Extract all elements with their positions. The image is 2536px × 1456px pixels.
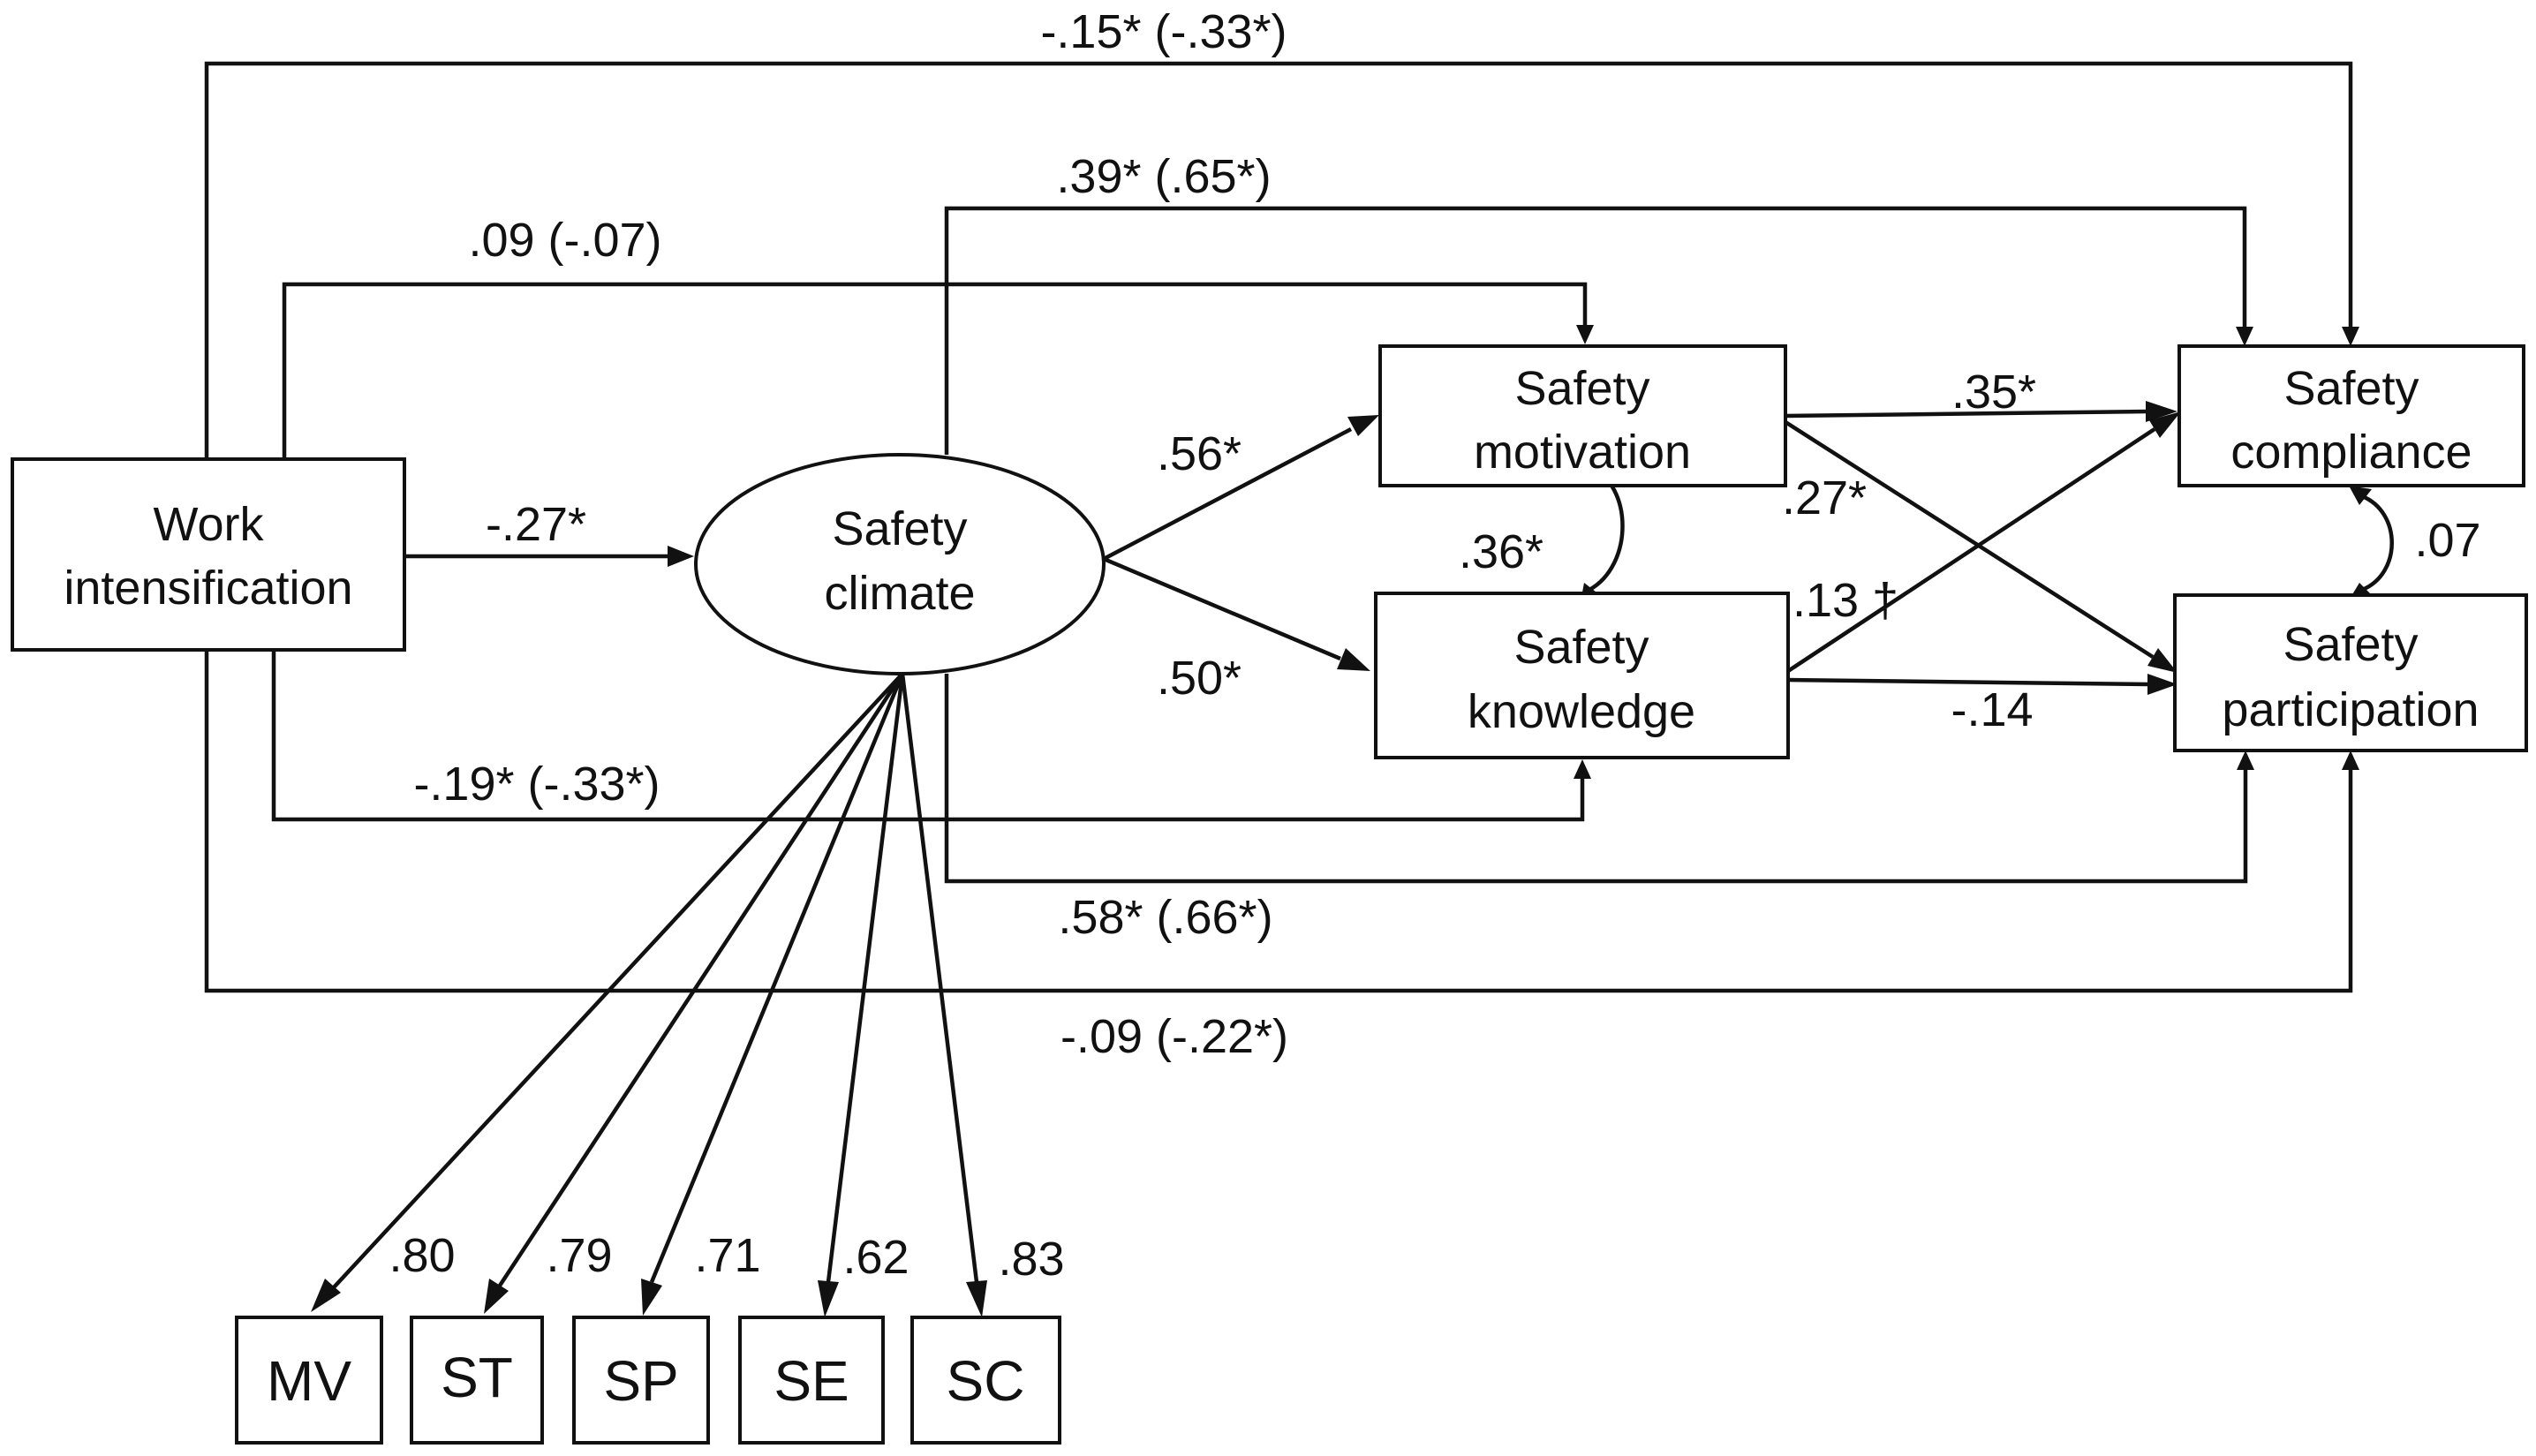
path-wi-knowledge [271, 650, 1585, 822]
path-climate-motivation [1102, 427, 1353, 561]
node-label-line1: Safety [832, 502, 967, 555]
path-wi-participation [204, 650, 2353, 993]
coef-knowledge-participation: -.14 [1951, 683, 2033, 736]
path-knowledge-participation [1787, 677, 2150, 687]
node-label-line1: Safety [1513, 621, 1649, 674]
node-label-line2: motivation [1474, 426, 1691, 479]
coef-wi-compliance: -.15* (-.33*) [1040, 5, 1287, 58]
node-label-line2: compliance [2230, 426, 2472, 479]
node-label-line2: intensification [64, 562, 352, 615]
coef-compliance-participation-cov: .07 [2414, 514, 2480, 567]
indicator-st: ST [410, 1316, 544, 1445]
loading-sp: .71 [694, 1229, 760, 1282]
node-safety-motivation: Safety motivation [1378, 344, 1787, 487]
coef-motivation-participation: .27* [1782, 472, 1867, 524]
loading-mv: .80 [389, 1229, 455, 1282]
path-knowledge-compliance [1786, 427, 2156, 673]
path-wi-compliance [204, 61, 2353, 459]
loading-line-mv [332, 672, 904, 1289]
node-work-intensification: Work intensification [11, 457, 406, 652]
coef-motivation-compliance: .35* [1951, 366, 2036, 419]
loading-line-sp [649, 673, 905, 1283]
node-safety-participation: Safety participation [2173, 593, 2528, 752]
node-label-line2: climate [824, 567, 975, 620]
node-label-line2: participation [2222, 683, 2479, 736]
indicator-label: SE [774, 1349, 849, 1413]
path-motivation-participation [1784, 420, 2155, 659]
node-safety-climate: Safety climate [694, 453, 1106, 675]
loading-st: .79 [546, 1229, 612, 1282]
coef-wi-participation: -.09 (-.22*) [1060, 1010, 1288, 1063]
coef-climate-motivation: .56* [1157, 427, 1242, 480]
indicator-sc: SC [910, 1316, 1061, 1445]
indicator-label: SC [947, 1349, 1025, 1413]
loading-se: .62 [842, 1231, 909, 1284]
loading-line-st [498, 672, 904, 1287]
coef-climate-knowledge: .50* [1157, 652, 1242, 705]
node-label-line1: Safety [1514, 362, 1649, 415]
loading-sc: .83 [998, 1233, 1064, 1286]
path-climate-participation [944, 674, 2248, 884]
indicator-sp: SP [572, 1316, 710, 1445]
path-climate-compliance [944, 206, 2247, 455]
coef-motivation-knowledge-cov: .36* [1459, 525, 1543, 578]
coef-wi-knowledge: -.19* (-.33*) [413, 758, 660, 811]
indicator-label: MV [267, 1349, 351, 1413]
path-motivation-compliance [1785, 409, 2148, 419]
coef-wi-climate: -.27* [486, 498, 586, 551]
node-safety-knowledge: Safety knowledge [1374, 592, 1790, 759]
node-label-line2: knowledge [1468, 685, 1695, 738]
node-label-line1: Safety [2283, 362, 2419, 415]
coef-climate-compliance: .39* (.65*) [1056, 150, 1271, 203]
indicator-label: SP [603, 1349, 678, 1413]
coef-climate-participation: .58* (.66*) [1058, 891, 1272, 944]
loading-line-sc [900, 673, 979, 1283]
node-label-line1: Safety [2283, 618, 2418, 671]
indicator-label: ST [441, 1346, 513, 1409]
path-wi-motivation [282, 282, 1588, 459]
node-safety-compliance: Safety compliance [2177, 344, 2525, 487]
indicator-mv: MV [235, 1316, 383, 1445]
coef-knowledge-compliance: .13 † [1793, 574, 1898, 627]
coef-wi-motivation: .09 (-.07) [468, 214, 661, 267]
cov-compliance-participation [2361, 494, 2394, 592]
indicator-se: SE [738, 1316, 885, 1445]
loading-line-se [826, 673, 905, 1283]
node-label-line1: Work [153, 498, 264, 551]
path-climate-knowledge [1103, 556, 1341, 661]
